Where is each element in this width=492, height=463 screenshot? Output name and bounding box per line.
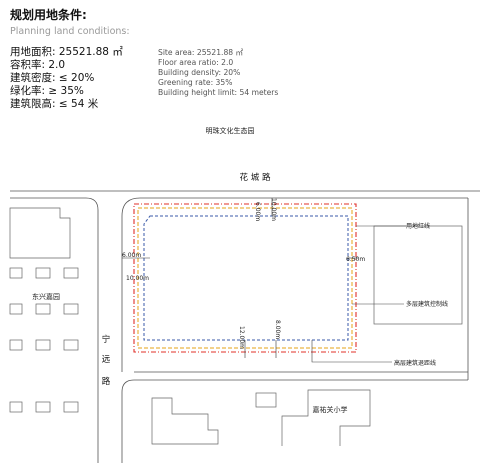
road-label-top: 花 城 路 bbox=[240, 172, 271, 183]
dim-top-inner: 10.00m bbox=[270, 198, 277, 221]
road-label-left-2: 远 bbox=[102, 355, 111, 365]
building-bottom-mid bbox=[255, 392, 277, 408]
condition-cn-far: 容积率: 2.0 bbox=[10, 59, 66, 71]
condition-en-height: Building height limit: 54 meters bbox=[158, 88, 279, 97]
condition-en-site-area: Site area: 25521.88 ㎡ bbox=[158, 48, 244, 57]
building-left-7 bbox=[63, 303, 79, 315]
road-edge-left-a bbox=[10, 197, 99, 463]
road-edge-site-block bbox=[121, 197, 468, 372]
page-title: 规划用地条件: bbox=[10, 8, 87, 22]
building-left-10 bbox=[63, 339, 79, 351]
building-left-5 bbox=[9, 303, 23, 315]
building-left-11 bbox=[9, 401, 23, 413]
legend-high-rise: 高层建筑退距线 bbox=[394, 359, 436, 367]
building-left-9 bbox=[35, 339, 51, 351]
legend-site-line: 用地红线 bbox=[406, 222, 430, 230]
dim-bottom-b: 8.00m bbox=[274, 320, 281, 339]
condition-cn-greening: 绿化率: ≥ 35% bbox=[10, 85, 84, 97]
dim-bottom-a: 12.00m bbox=[238, 326, 245, 349]
leader-high-rise bbox=[311, 340, 392, 363]
building-left-4 bbox=[63, 267, 79, 279]
dim-left-inner: 10.00m bbox=[126, 275, 149, 282]
building-left-8 bbox=[9, 339, 23, 351]
building-right bbox=[373, 225, 463, 325]
building-left-12 bbox=[35, 401, 51, 413]
building-left-1 bbox=[9, 207, 71, 259]
building-bottom-left bbox=[151, 397, 219, 445]
condition-en-density: Building density: 20% bbox=[158, 68, 241, 77]
building-left-6 bbox=[35, 303, 51, 315]
building-left-13 bbox=[63, 401, 79, 413]
condition-en-far: Floor area ratio: 2.0 bbox=[158, 58, 234, 67]
dim-left-outer: 6.00m bbox=[122, 252, 141, 259]
north-label: 明珠文化生态园 bbox=[206, 126, 255, 135]
high-rise-setback-line bbox=[143, 215, 349, 341]
leader-lines bbox=[311, 225, 406, 363]
school-building bbox=[281, 389, 371, 446]
dim-top-outer: 6.00m bbox=[254, 202, 261, 221]
multi-storey-control-line bbox=[137, 207, 353, 349]
school-label: 嘉祐关小学 bbox=[313, 405, 348, 414]
dimension-ticks bbox=[122, 198, 358, 358]
road-edges bbox=[10, 190, 480, 463]
condition-en-greening: Greening rate: 35% bbox=[158, 78, 233, 87]
legend-multi-storey: 多层建筑控制线 bbox=[406, 300, 448, 308]
condition-cn-site-area: 用地面积: 25521.88 ㎡ bbox=[10, 46, 123, 58]
condition-cn-density: 建筑密度: ≤ 20% bbox=[10, 72, 95, 84]
building-left-3 bbox=[35, 267, 51, 279]
road-label-left-3: 路 bbox=[102, 376, 111, 387]
dim-right: 6.50m bbox=[346, 256, 365, 263]
community-label: 东兴嘉园 bbox=[32, 292, 60, 301]
buildings-left bbox=[9, 207, 79, 413]
condition-cn-height: 建筑限高: ≤ 54 米 bbox=[10, 98, 99, 110]
buildings-right-bottom bbox=[151, 225, 463, 446]
road-edge-bottom-left bbox=[121, 379, 468, 463]
building-left-2 bbox=[9, 267, 23, 279]
road-label-left-1: 宁 bbox=[102, 334, 111, 345]
page-subtitle: Planning land conditions: bbox=[10, 26, 130, 37]
